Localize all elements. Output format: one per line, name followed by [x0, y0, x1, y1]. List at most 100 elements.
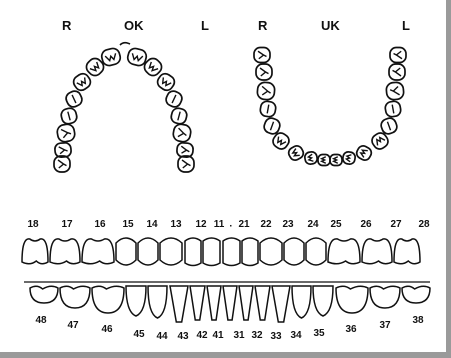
upper-crown — [82, 239, 114, 264]
tooth-groove — [72, 95, 76, 103]
tooth-groove — [61, 128, 71, 138]
tooth-number: 38 — [412, 316, 423, 326]
upper-crown — [328, 239, 360, 264]
tooth-groove — [322, 157, 326, 164]
tooth-number: 18 — [27, 220, 38, 230]
tooth-number: 25 — [330, 220, 341, 230]
tooth-groove — [77, 77, 88, 87]
tooth-number: 42 — [196, 331, 207, 341]
lower-crown — [207, 286, 221, 320]
arch-tooth — [170, 107, 188, 125]
arch-tooth — [384, 100, 401, 117]
tooth-crown-outline — [254, 48, 270, 63]
upper-arch — [54, 47, 194, 172]
tooth-number: 23 — [282, 220, 293, 230]
tooth-number: 34 — [290, 331, 301, 341]
arch-tooth — [318, 155, 330, 166]
tooth-number: 35 — [313, 329, 324, 339]
tooth-number: 16 — [94, 220, 105, 230]
upper-crown — [284, 238, 304, 265]
lower-crown — [126, 286, 146, 316]
tooth-crown-outline — [54, 156, 70, 172]
separator-dot: · — [229, 222, 232, 232]
tooth-number: 27 — [390, 220, 401, 230]
lower-crown — [336, 286, 368, 313]
tooth-number: 46 — [101, 325, 112, 335]
upper-arch-detail — [120, 43, 130, 45]
tooth-number: 43 — [177, 332, 188, 342]
lower-crown — [190, 286, 205, 320]
tooth-groove — [276, 137, 286, 146]
arch-tooth — [355, 144, 374, 162]
tooth-number: 17 — [61, 220, 72, 230]
tooth-groove — [147, 62, 158, 73]
lower-crown — [313, 286, 333, 316]
arch-tooth — [71, 71, 93, 92]
arch-tooth — [304, 151, 318, 165]
tooth-number: 33 — [270, 332, 281, 342]
upper-frontal-row — [22, 238, 420, 266]
tooth-number: 24 — [307, 220, 318, 230]
tooth-groove — [292, 149, 300, 158]
tooth-number: 41 — [212, 331, 223, 341]
tooth-number: 21 — [238, 220, 249, 230]
upper-crown — [185, 238, 201, 266]
lower-crown — [30, 286, 58, 303]
tooth-number: 37 — [379, 321, 390, 331]
lower-crown — [170, 286, 188, 322]
dental-chart-drawing — [0, 0, 446, 352]
lower-arch — [254, 48, 406, 166]
tooth-crown-outline — [390, 48, 406, 63]
arch-tooth — [390, 48, 406, 63]
tooth-groove — [346, 154, 351, 162]
tooth-groove — [172, 95, 176, 103]
tooth-groove — [178, 112, 180, 121]
tooth-groove — [393, 68, 401, 76]
tooth-crown-outline — [257, 82, 275, 100]
tooth-groove — [177, 128, 187, 138]
arch-tooth — [330, 155, 342, 166]
tooth-number: 15 — [122, 220, 133, 230]
tooth-number: 45 — [133, 330, 144, 340]
upper-crown — [394, 239, 420, 264]
tooth-number: 44 — [156, 332, 167, 342]
lower-crown — [255, 286, 270, 320]
tooth-groove — [58, 160, 66, 168]
tooth-groove — [360, 148, 368, 157]
arch-tooth — [287, 144, 306, 162]
arch-tooth — [172, 123, 192, 143]
tooth-groove — [160, 77, 171, 87]
tooth-crown-outline — [172, 123, 192, 143]
tooth-groove — [105, 53, 117, 61]
lower-crown — [239, 286, 253, 320]
lower-crown — [402, 286, 430, 303]
tooth-groove — [59, 146, 68, 154]
arch-tooth — [54, 156, 70, 172]
arch-tooth — [56, 123, 76, 143]
arch-tooth — [389, 64, 405, 80]
tooth-number: 12 — [195, 220, 206, 230]
lower-crown — [223, 286, 237, 320]
arch-tooth — [155, 71, 177, 92]
tooth-number: 11 — [214, 220, 225, 230]
tooth-groove — [260, 68, 268, 76]
tooth-number: 47 — [67, 321, 78, 331]
tooth-number: 22 — [260, 220, 271, 230]
upper-crown — [242, 238, 258, 266]
tooth-number: 36 — [345, 325, 356, 335]
tooth-groove — [308, 154, 313, 162]
lower-crown — [272, 286, 290, 322]
lower-crown — [60, 286, 90, 308]
tooth-groove — [261, 86, 271, 95]
lower-crown — [370, 286, 400, 308]
arch-tooth — [257, 82, 275, 100]
arch-tooth — [256, 64, 272, 80]
tooth-groove — [90, 62, 101, 73]
upper-crown — [260, 238, 282, 265]
tooth-groove — [182, 160, 190, 168]
tooth-crown-outline — [389, 64, 405, 80]
upper-crown — [138, 238, 158, 265]
tooth-groove — [270, 122, 273, 130]
tooth-groove — [131, 53, 143, 61]
tooth-groove — [68, 112, 70, 121]
